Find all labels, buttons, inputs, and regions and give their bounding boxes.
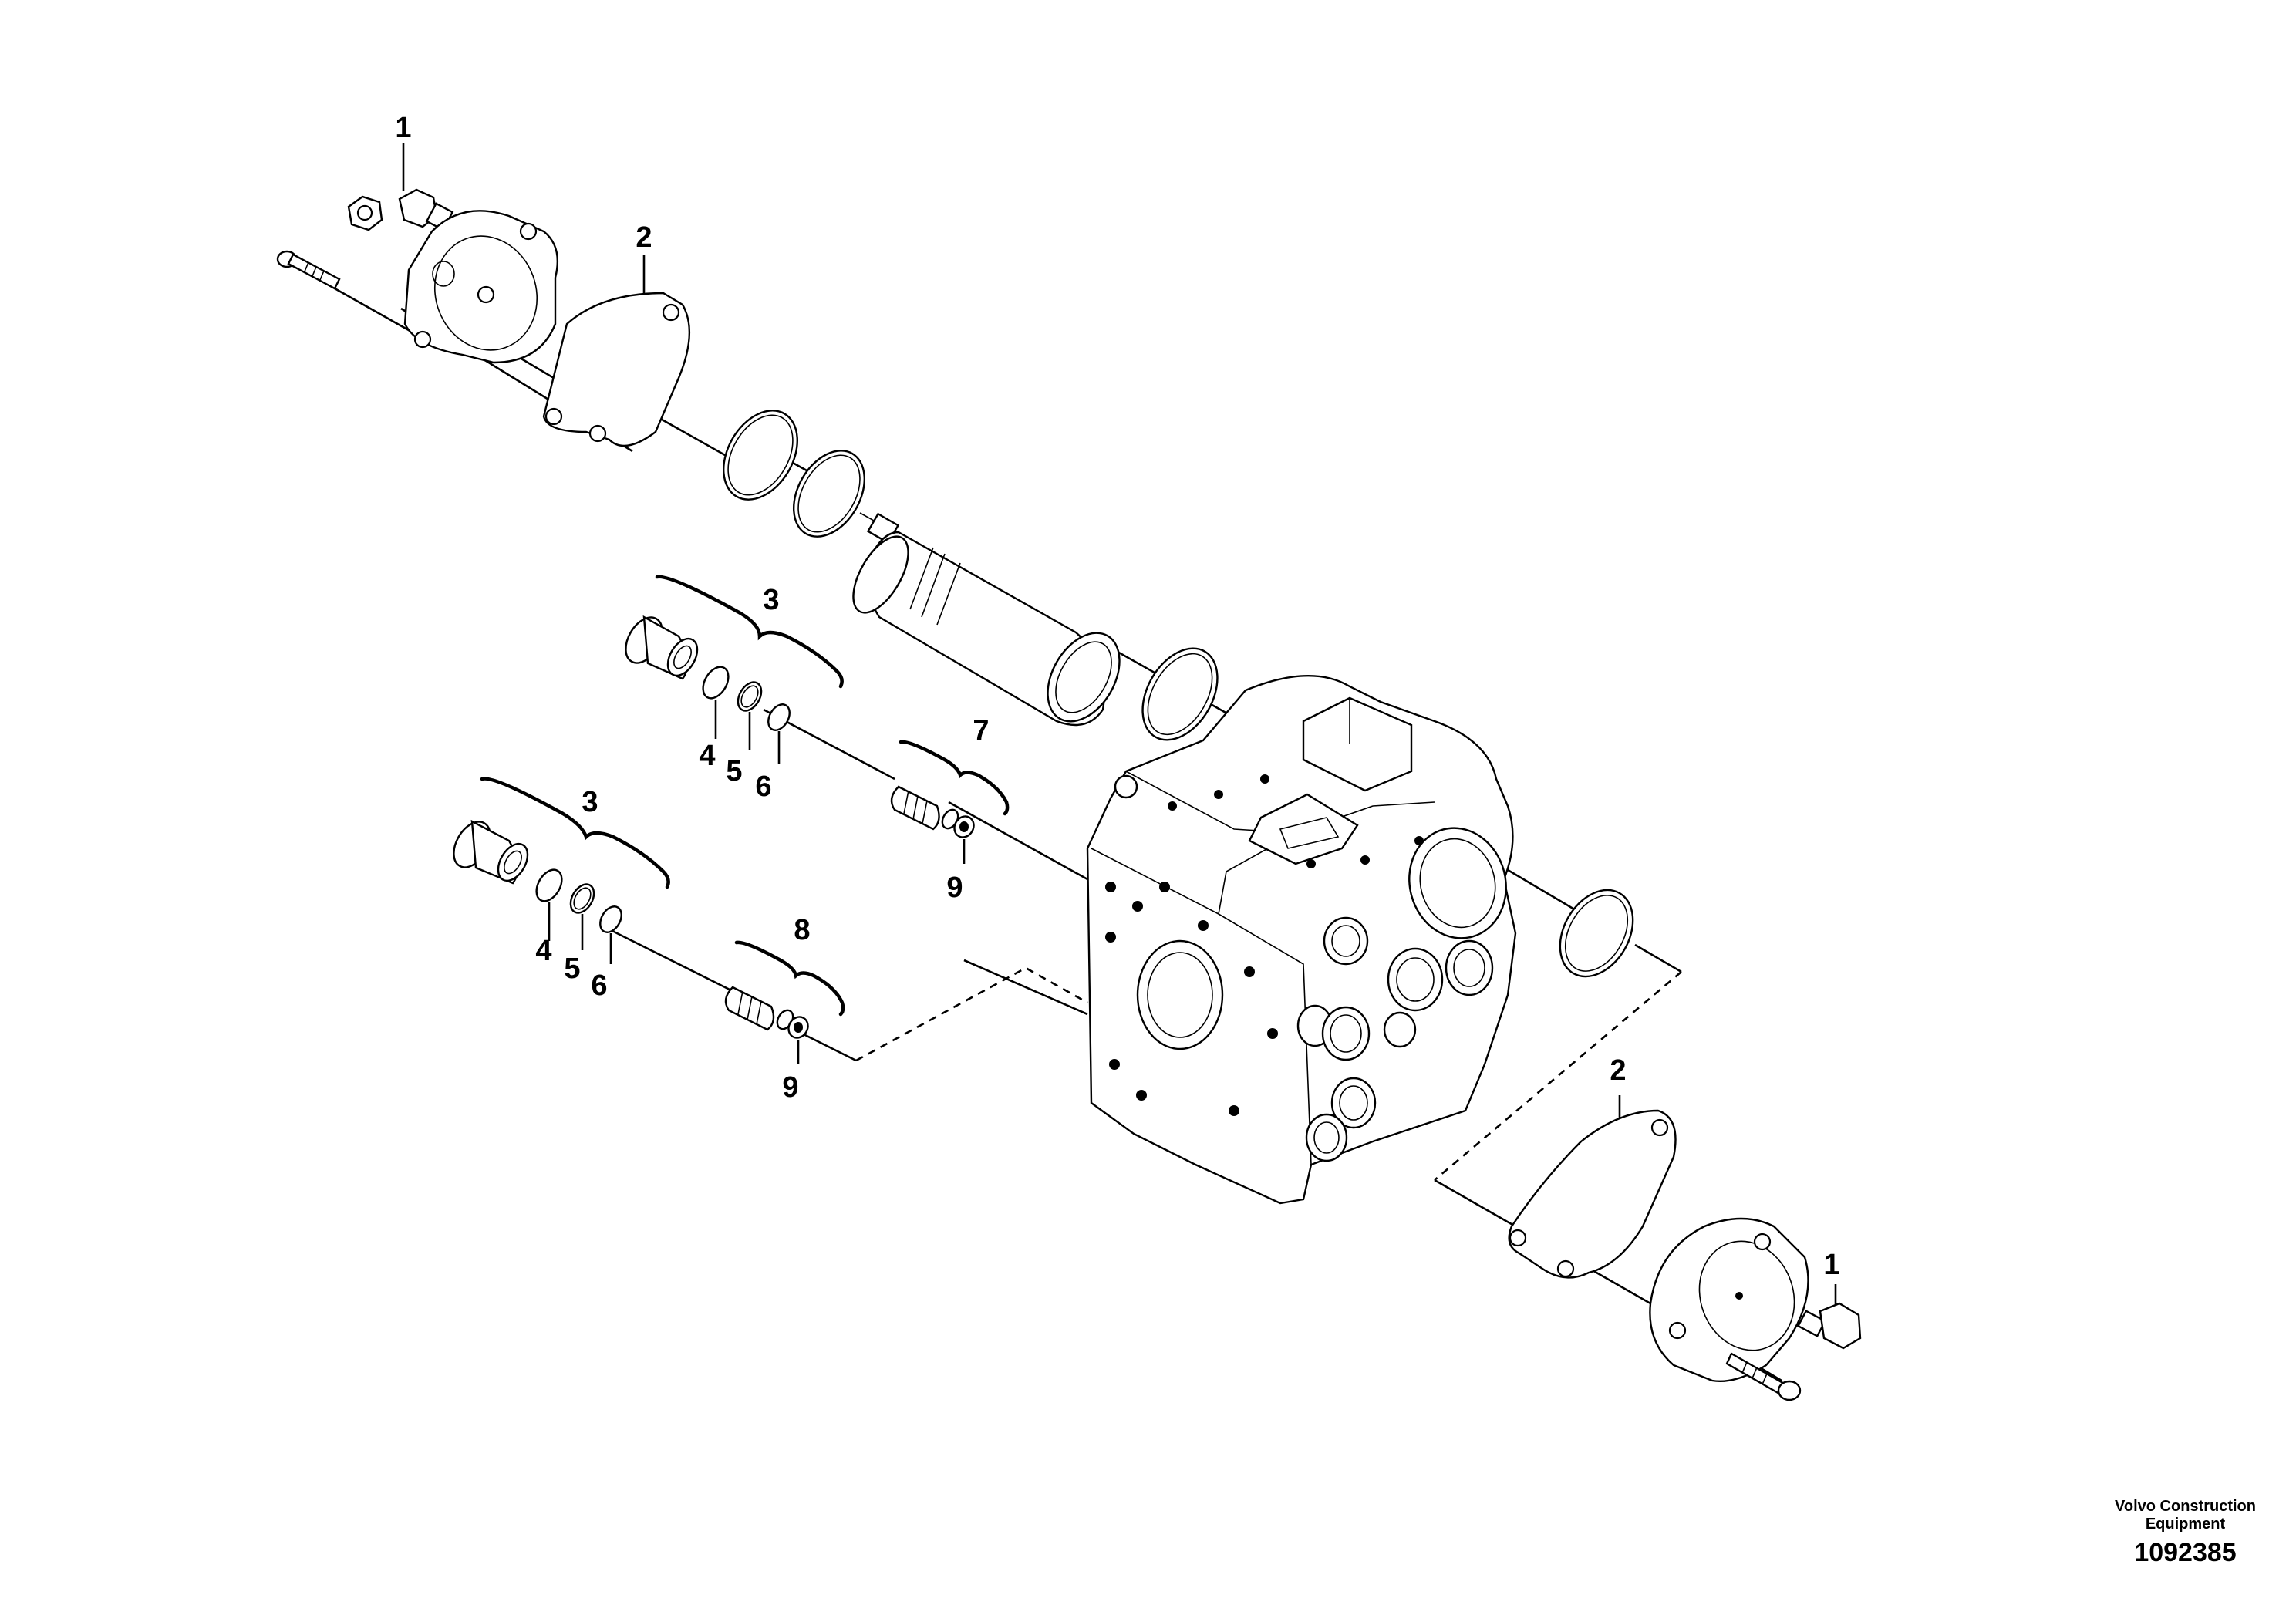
callout-leaders <box>402 143 1837 1306</box>
drawing-number: 1092385 <box>2134 1538 2237 1567</box>
company-name-line1: Volvo Construction <box>2115 1498 2256 1515</box>
callout-6-lower: 6 <box>591 969 607 1002</box>
dashed-assembly-links <box>855 966 1682 1181</box>
cartridge-lower <box>453 819 529 885</box>
o-ring-mid <box>1141 647 1219 741</box>
callout-2-top: 2 <box>636 221 652 254</box>
orifice-group-7 <box>890 740 1010 864</box>
callout-3-lower: 3 <box>582 786 598 818</box>
callout-9-upper: 9 <box>946 872 963 904</box>
end-cover-top <box>403 210 558 364</box>
callout-4-upper: 4 <box>699 740 715 772</box>
callout-7: 7 <box>973 715 989 747</box>
callout-6-upper: 6 <box>755 771 771 803</box>
valve-group-upper <box>625 575 844 764</box>
bolt-bottom <box>1725 1352 1802 1401</box>
callout-5-lower: 5 <box>564 953 580 985</box>
cartridge-upper <box>625 615 699 680</box>
end-cover-bottom <box>1649 1217 1809 1382</box>
company-name-line2: Equipment <box>2145 1516 2226 1533</box>
callout-5-upper: 5 <box>726 755 742 787</box>
gasket-bottom <box>1508 1109 1677 1279</box>
callout-9-lower: 9 <box>782 1071 798 1104</box>
orifice-group-8 <box>724 940 845 1064</box>
bolt-top <box>276 250 341 290</box>
pump-housing <box>1086 674 1517 1205</box>
callout-4-lower: 4 <box>535 935 551 967</box>
plug-bottom <box>1796 1302 1862 1350</box>
plug-nut-top <box>347 188 454 231</box>
servo-sleeve <box>852 512 1121 727</box>
valve-group-lower <box>453 777 670 964</box>
o-rings-top <box>723 410 866 538</box>
callout-2-bottom: 2 <box>1610 1054 1626 1087</box>
callout-labels: 1 2 3 4 5 6 7 9 3 4 5 6 8 9 2 1 <box>395 112 1839 1281</box>
callout-3-upper: 3 <box>763 584 779 616</box>
o-ring-right <box>1559 889 1634 978</box>
callout-8: 8 <box>794 914 810 946</box>
gasket-top <box>542 292 691 447</box>
callout-1-bottom: 1 <box>1823 1249 1839 1281</box>
callout-1-top: 1 <box>395 112 411 144</box>
drawing-footer: Volvo Construction Equipment 1092385 <box>2115 1498 2256 1568</box>
